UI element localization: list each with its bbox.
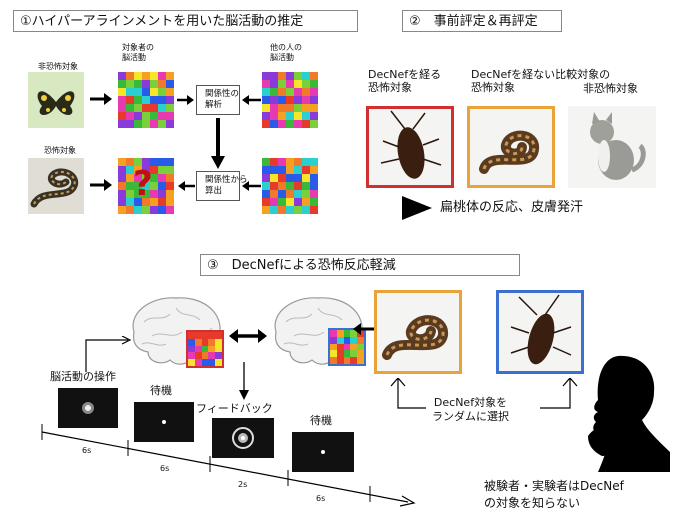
time-label-2: 6s: [160, 464, 170, 473]
section3-title: ③ DecNefによる恐怖反応軽減: [200, 254, 520, 276]
relation-compute-box: 関係性から 算出: [196, 171, 248, 201]
wait1-label: 待機: [150, 384, 172, 397]
snake-photo-decnef: [374, 290, 462, 374]
section1-title: ①ハイパーアラインメントを用いた脳活動の推定: [13, 10, 358, 32]
nonfear-label: 非恐怖対象: [38, 62, 78, 71]
other-brain-grid-bottom: [262, 158, 318, 214]
feedback-label: フィードバック: [196, 402, 273, 415]
brain-left-grid: [186, 330, 224, 368]
subject-brain-label: 対象者の 脳活動: [122, 43, 154, 62]
timeline-axis: [41, 424, 416, 507]
arrow-left-icon: [242, 95, 261, 105]
col3-label: 非恐怖対象: [583, 82, 638, 95]
blind-note: 被験者・実験者はDecNef の対象を知らない: [484, 479, 624, 510]
triangle-arrow-icon: [402, 196, 432, 220]
bracket-arrow-icon: [85, 336, 132, 372]
arrow-left-icon: [178, 181, 195, 191]
col2-label: DecNefを経ない比較対象の 恐怖対象: [471, 68, 611, 94]
double-arrow-icon: [229, 329, 267, 343]
subject-brain-grid: [118, 72, 174, 128]
question-mark: ?: [133, 164, 153, 204]
arrow-down-icon: [211, 118, 225, 169]
relation-analysis-box: 関係性の 解析: [196, 85, 240, 115]
brain-right-grid: [328, 328, 366, 366]
arrow-left-icon: [242, 181, 261, 191]
time-label-1: 6s: [82, 446, 92, 455]
butterfly-photo: [28, 72, 84, 128]
screen-2: [134, 402, 194, 442]
random-select-label: DecNef対象を ランダムに選択: [432, 396, 509, 423]
subject-estimated-grid: [118, 158, 174, 214]
random-select-bracket: [390, 378, 578, 409]
arrow-right-icon: [90, 179, 112, 191]
time-label-3: 2s: [238, 480, 248, 489]
screen-1: [58, 388, 118, 428]
snake-photo-small: [28, 158, 84, 214]
other-brain-grid-top: [262, 72, 318, 128]
screen-3: [212, 418, 274, 458]
section2-title: ② 事前評定＆再評定: [402, 10, 562, 32]
arrow-down-icon: [239, 362, 249, 400]
time-label-4: 6s: [316, 494, 326, 503]
arrow-left-icon: [353, 323, 374, 335]
fear-label: 恐怖対象: [44, 146, 76, 155]
arrow-right-icon: [90, 93, 112, 105]
wait2-label: 待機: [310, 414, 332, 427]
arrow-right-icon: [177, 95, 194, 105]
response-text: 扁桃体の反応、皮膚発汗: [440, 200, 584, 215]
person-silhouette-icon: [588, 355, 670, 472]
brain-manipulation-label: 脳活動の操作: [50, 370, 116, 383]
other-brain-label: 他の人の 脳活動: [270, 43, 302, 62]
snake-photo-framed: [467, 106, 555, 188]
screen-4: [292, 432, 354, 472]
cat-photo: [568, 106, 656, 188]
cockroach-photo-framed: [366, 106, 454, 188]
col1-label: DecNefを経る 恐怖対象: [368, 68, 442, 94]
cockroach-photo-decnef: [496, 290, 584, 374]
